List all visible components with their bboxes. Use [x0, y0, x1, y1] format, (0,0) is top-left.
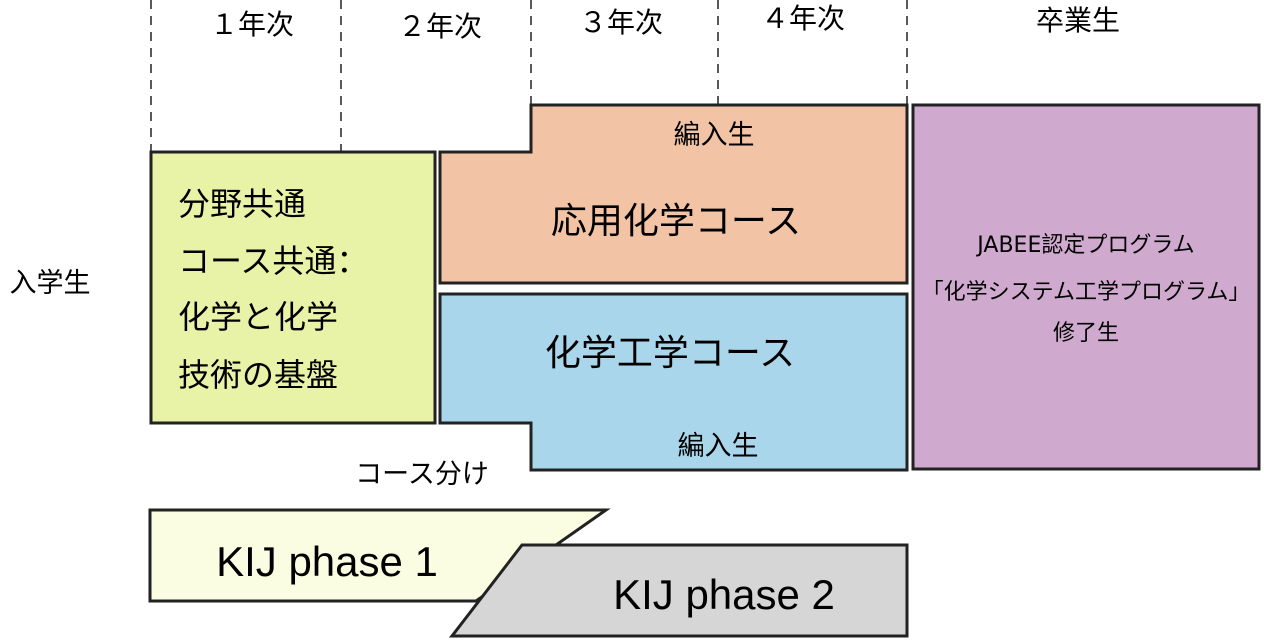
engineering-course-title: 化学工学コース [545, 333, 795, 374]
applied-chemistry-course: 編入生 応用化学コース [438, 103, 909, 285]
entrance-label: 入学生 [10, 268, 91, 299]
phase-1-label: KIJ phase 1 [216, 538, 438, 585]
graduate-block-box [911, 103, 1261, 471]
year-label-3: ３年次 [579, 6, 663, 39]
applied-course-title: 応用化学コース [551, 201, 801, 242]
common-line-1: 分野共通 [178, 185, 306, 223]
common-line-4: 技術の基盤 [178, 356, 338, 394]
phase-2-label: KIJ phase 2 [613, 571, 835, 618]
graduate-line-1: JABEE認定プログラム [975, 233, 1194, 258]
engineering-transfer-label: 編入生 [678, 431, 759, 462]
common-block-box [149, 150, 437, 425]
course-split-label: コース分け [355, 459, 489, 490]
graduate-line-2: 「化学システム工学プログラム」 [922, 280, 1251, 305]
graduate-header: 卒業生 [1036, 4, 1120, 37]
common-block: 分野共通 コース共通： 化学と化学 技術の基盤 [149, 150, 437, 425]
engineering-course-box [438, 292, 909, 472]
year-guides [150, 0, 908, 152]
common-line-3: 化学と化学 [178, 298, 338, 336]
graduate-line-3: 修了生 [1053, 321, 1119, 346]
phase-2-band: KIJ phase 2 [448, 543, 909, 638]
year-headers: １年次 ２年次 ３年次 ４年次 卒業生 [210, 2, 1120, 43]
applied-course-box [438, 103, 909, 285]
year-label-1: １年次 [210, 8, 294, 41]
phase-2-shape [448, 543, 909, 638]
chemical-engineering-course: 化学工学コース 編入生 [438, 292, 909, 472]
common-line-2: コース共通： [178, 242, 368, 280]
phase-1-band: KIJ phase 1 [148, 508, 611, 603]
applied-transfer-label: 編入生 [674, 120, 755, 151]
year-label-2: ２年次 [398, 10, 482, 43]
phase-1-shape [148, 508, 611, 603]
graduate-block: JABEE認定プログラム 「化学システム工学プログラム」 修了生 [911, 103, 1261, 471]
year-label-4: ４年次 [761, 2, 845, 35]
